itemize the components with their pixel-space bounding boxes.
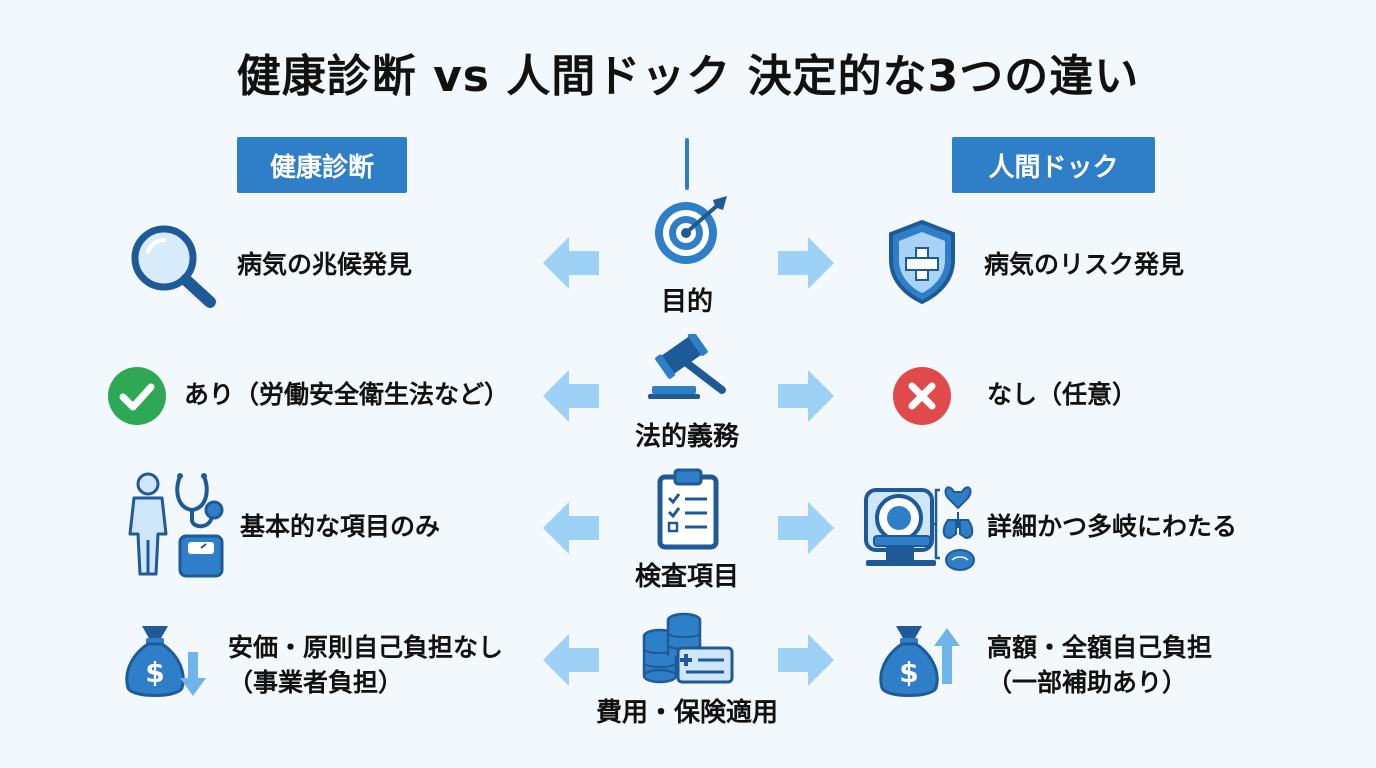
row1-left-text: 病気の兆候発見 xyxy=(237,250,413,279)
arrow-left-icon xyxy=(543,502,599,554)
arrow-left-icon xyxy=(543,237,599,289)
arrow-right-icon xyxy=(778,502,834,554)
mri-organs-icon xyxy=(864,486,975,571)
header-kenko-shindan: 健康診断 xyxy=(237,137,407,193)
clipboard-icon xyxy=(657,468,719,550)
row2-left-text: あり（労働安全衛生法など） xyxy=(184,380,510,409)
medical-shield-icon xyxy=(889,219,955,305)
category-label-legal-obligation: 法的義務 xyxy=(634,422,739,452)
row1-right-text: 病気のリスク発見 xyxy=(984,250,1185,279)
magnifier-icon xyxy=(131,225,216,308)
target-icon xyxy=(655,196,727,264)
row4-right-text-line1: 高額・全額自己負担 xyxy=(987,633,1213,662)
center-divider xyxy=(685,138,689,190)
category-label-examination-items: 検査項目 xyxy=(634,562,739,592)
svg-text:$: $ xyxy=(899,656,918,689)
category-label-purpose: 目的 xyxy=(660,287,713,317)
arrow-right-icon xyxy=(778,370,834,422)
header-ningen-dock: 人間ドック xyxy=(952,137,1155,193)
check-icon xyxy=(108,367,166,425)
arrow-left-icon xyxy=(543,370,599,422)
gavel-icon xyxy=(648,334,726,399)
cross-icon xyxy=(893,367,951,425)
arrow-right-icon xyxy=(778,634,834,686)
body-checkup-icon xyxy=(128,472,224,578)
row3-right-text: 詳細かつ多岐にわたる xyxy=(987,512,1238,541)
money-bag-up-icon: $ xyxy=(879,626,960,697)
arrow-right-icon xyxy=(778,237,834,289)
money-bag-down-icon: $ xyxy=(125,626,206,697)
page-title: 健康診断 vs 人間ドック 決定的な3つの違い xyxy=(236,51,1140,102)
row2-right-text: なし（任意） xyxy=(987,380,1138,409)
category-label-cost-insurance: 費用・保険適用 xyxy=(595,698,778,728)
arrow-left-icon xyxy=(543,634,599,686)
row3-left-text: 基本的な項目のみ xyxy=(240,512,441,541)
svg-text:$: $ xyxy=(145,656,164,689)
coins-card-icon xyxy=(642,612,734,684)
row4-left-text-line2: （事業者負担） xyxy=(228,668,404,697)
row4-left-text-line1: 安価・原則自己負担なし xyxy=(228,633,504,662)
row4-right-text-line2: （一部補助あり） xyxy=(987,668,1188,697)
